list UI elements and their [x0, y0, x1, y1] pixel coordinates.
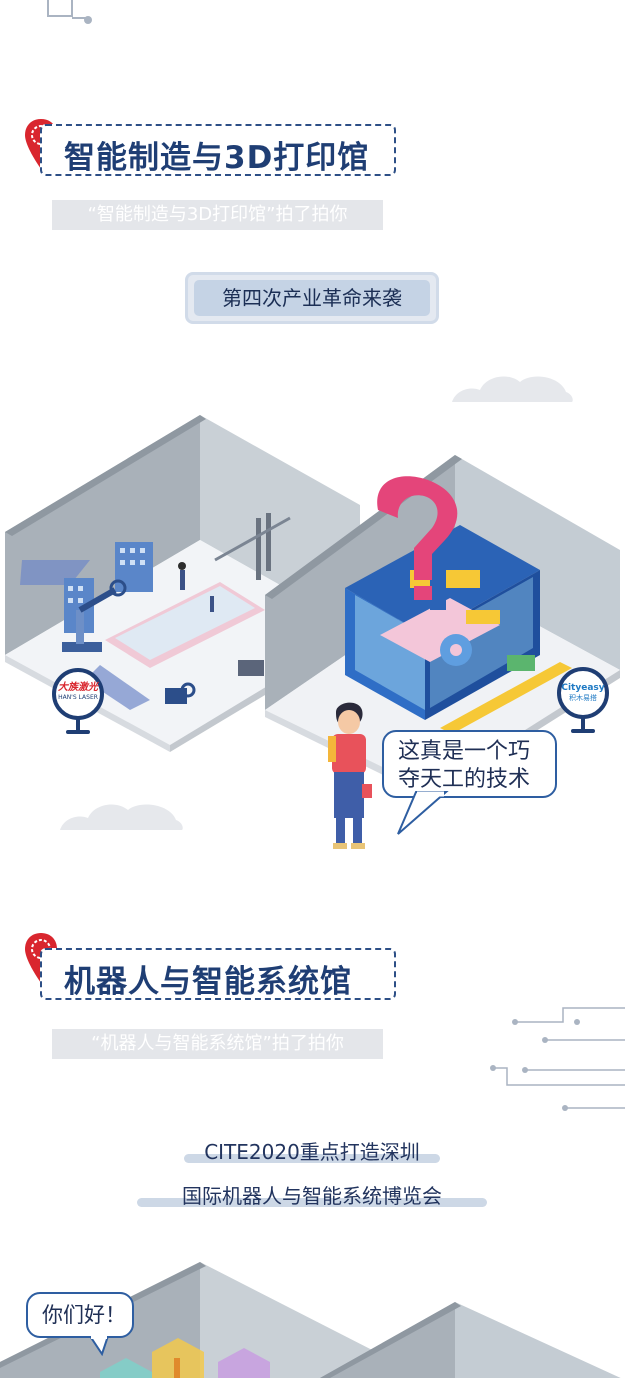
slogan-badge: 第四次产业革命来袭 [185, 272, 439, 324]
sign-base [571, 729, 595, 733]
speech-bubble-hello: 你们好！ [26, 1292, 134, 1338]
slogan-line-2: 国际机器人与智能系统博览会 [137, 1180, 487, 1209]
top-circuit-decoration [47, 0, 92, 24]
speech-line-1: 这真是一个巧 [398, 739, 531, 764]
speech-bubble-visitor: 这真是一个巧 夺天工的技术 [382, 730, 557, 798]
cloud-icon [452, 376, 573, 402]
section-title-text: 智能制造与3D打印馆 [64, 140, 370, 176]
sign-hans-laser-cn: 大族激光 [58, 682, 98, 693]
section-subtitle: “机器人与智能系统馆”拍了拍你 [52, 1029, 383, 1059]
visitor-character [328, 702, 372, 849]
speech-line-2: 夺天工的技术 [398, 767, 531, 792]
sign-hans-laser-en: HAN'S LASER [58, 694, 98, 701]
speech-hello-text: 你们好！ [42, 1303, 126, 1327]
section-title-robotics: 机器人与智能系统馆 [40, 948, 396, 1000]
slogan-line-1: CITE2020重点打造深圳 [184, 1136, 440, 1165]
sign-stand [76, 718, 80, 732]
gear-icon [440, 634, 472, 666]
sign-cityeasy: Cityeasy 积木易搭 [557, 667, 609, 719]
sign-cityeasy-en: Cityeasy [561, 683, 605, 693]
cloud-icon [60, 804, 183, 830]
speech-bubble-tail [397, 791, 449, 835]
circuit-lines-icon [490, 1007, 625, 1111]
sign-hans-laser: 大族激光 HAN'S LASER [52, 668, 104, 720]
section-title-3d-printing: 智能制造与3D打印馆 [40, 124, 396, 176]
section-subtitle: “智能制造与3D打印馆”拍了拍你 [52, 200, 383, 230]
section-title-text: 机器人与智能系统馆 [64, 964, 352, 1000]
sign-base [66, 730, 90, 734]
slogan-text: 第四次产业革命来袭 [194, 280, 430, 316]
sign-stand [581, 717, 585, 731]
robot-arm-icon [62, 579, 127, 652]
question-mark-icon [377, 476, 458, 580]
sign-cityeasy-cn: 积木易搭 [569, 694, 597, 702]
speech-bubble-tail [88, 1336, 110, 1356]
